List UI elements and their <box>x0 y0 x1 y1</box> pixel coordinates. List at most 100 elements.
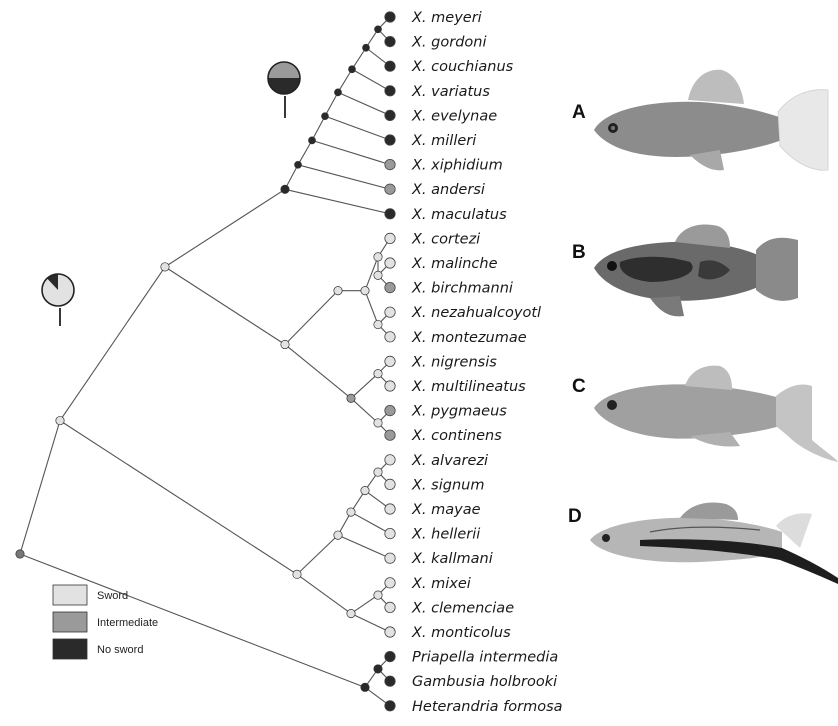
taxon-label: X. variatus <box>411 84 490 100</box>
tip-state-dot <box>385 209 395 219</box>
tip-state-dot <box>385 86 395 96</box>
legend-swatch-no-sword <box>53 639 87 659</box>
node-np-d <box>335 89 342 96</box>
taxon-label: X. nezahualcoyotl <box>411 305 541 321</box>
taxon-label: X. maculatus <box>411 207 507 223</box>
taxon-label: Gambusia holbrooki <box>412 674 557 690</box>
tip-state-dot <box>385 602 395 612</box>
tip-state-dot <box>385 282 395 292</box>
tree-branch <box>60 267 165 421</box>
fish-image-b <box>594 225 798 317</box>
tree-branch <box>338 69 352 92</box>
tree-branch <box>325 92 338 116</box>
node-np-g <box>375 26 382 33</box>
tip-state-dot <box>385 356 395 366</box>
taxon-label: X. montezumae <box>411 330 527 346</box>
taxon-label: X. couchianus <box>411 59 514 75</box>
taxon-label: X. mayae <box>411 502 481 518</box>
node-og-a <box>374 665 382 673</box>
tree-branch <box>351 595 378 613</box>
photo-panel-c: C <box>572 366 838 462</box>
tree-branch <box>351 614 390 632</box>
tip-state-dot <box>385 258 395 268</box>
node-outgroup <box>361 683 369 691</box>
photo-panel-d: D <box>568 503 838 584</box>
tree-branch <box>165 267 285 345</box>
tip-state-dot <box>385 36 395 46</box>
tip-state-dot <box>385 578 395 588</box>
tree-branch <box>325 116 390 140</box>
node-ss-a <box>334 531 342 539</box>
taxon-label: Heterandria formosa <box>412 699 563 715</box>
legend-label-intermediate: Intermediate <box>97 617 158 629</box>
node-ss-b <box>347 508 355 516</box>
taxon-label: X. kallmani <box>411 551 493 567</box>
tip-state-dot <box>385 332 395 342</box>
taxon-label: X. evelynae <box>411 108 497 124</box>
taxon-label: X. multilineatus <box>411 379 526 395</box>
tree-tips: X. meyeriX. gordoniX. couchianusX. varia… <box>385 10 563 715</box>
tree-branch <box>338 92 390 115</box>
taxon-label: X. pygmaeus <box>411 404 507 420</box>
tip-state-dot <box>385 504 395 514</box>
tip-state-dot <box>385 627 395 637</box>
tree-branch <box>352 48 366 70</box>
node-np-f <box>363 44 370 51</box>
tip-state-dot <box>385 676 395 686</box>
tree-branch <box>312 140 390 164</box>
node-ss-c <box>361 486 369 494</box>
taxon-label: X. monticolus <box>411 625 511 641</box>
ancestral-state-pies <box>42 62 300 326</box>
node-ss-d <box>374 468 382 476</box>
tree-branch <box>285 344 351 398</box>
node-np-b <box>309 137 316 144</box>
tip-state-dot <box>385 528 395 538</box>
tip-state-dot <box>385 381 395 391</box>
taxon-label: X. nigrensis <box>411 354 497 370</box>
tip-state-dot <box>385 307 395 317</box>
taxon-label: X. mixei <box>411 576 471 592</box>
tip-state-dot <box>385 701 395 711</box>
tip-state-dot <box>385 61 395 71</box>
tip-state-dot <box>385 135 395 145</box>
node-ns-g <box>374 370 382 378</box>
node-ns-b <box>361 286 369 294</box>
taxon-label: Priapella intermedia <box>412 650 558 666</box>
node-ns-c <box>374 253 382 261</box>
node-ns-a <box>334 286 342 294</box>
tip-state-dot <box>385 405 395 415</box>
taxon-label: X. cortezi <box>411 231 480 247</box>
tree-branch <box>297 535 338 574</box>
panel-letter-d: D <box>568 506 582 527</box>
taxon-label: X. xiphidium <box>411 158 503 174</box>
pie-xiphophorus-root <box>42 274 74 306</box>
pie-slice-intermediate <box>268 62 300 78</box>
node-np-e <box>349 66 356 73</box>
pie-slice-no_sword <box>268 78 300 94</box>
tip-state-dot <box>385 110 395 120</box>
legend-swatch-sword <box>53 585 87 605</box>
fish-image-a <box>594 70 828 171</box>
fish-image-d <box>590 503 838 584</box>
tip-state-dot <box>385 159 395 169</box>
panel-letter-b: B <box>572 242 586 263</box>
taxon-label: X. clemenciae <box>411 600 514 616</box>
tree-branch <box>312 116 325 140</box>
tip-state-dot <box>385 184 395 194</box>
node-ss-e <box>347 609 355 617</box>
node-ns-f <box>347 394 355 402</box>
node-ns-d <box>374 271 382 279</box>
taxon-label: X. birchmanni <box>411 281 513 297</box>
node-northern-swordtail <box>281 340 289 348</box>
fish-image-c <box>594 366 838 462</box>
tree-branch <box>298 165 390 189</box>
taxon-label: X. malinche <box>411 256 498 272</box>
tree-branch <box>351 374 378 399</box>
taxon-label: X. hellerii <box>411 527 480 543</box>
tree-branch <box>352 69 390 91</box>
photo-panel-a: A <box>572 70 828 171</box>
panel-letter-a: A <box>572 102 586 123</box>
tip-state-dot <box>385 233 395 243</box>
tip-state-dot <box>385 553 395 563</box>
legend-label-no-sword: No sword <box>97 644 143 656</box>
